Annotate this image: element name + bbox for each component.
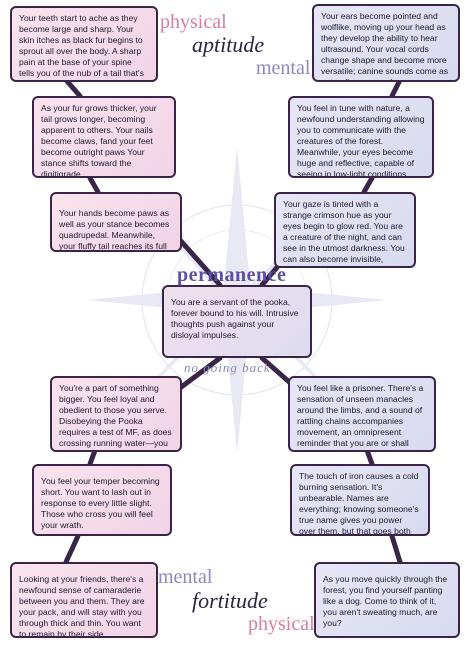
mental-stage-2-card: You feel in tune with nature, a newfound… <box>288 96 434 178</box>
label-aptitude: aptitude <box>192 32 265 57</box>
mental-stage-1-card: Your ears become pointed and wolflike, m… <box>312 4 460 82</box>
label-no-going-back: no going back <box>184 360 271 375</box>
fortitude-physical-stage-3-card: You feel like a prisoner. There's a sens… <box>288 376 436 452</box>
label-physical-top: physical <box>160 11 227 33</box>
label-permanence: permanence <box>177 264 287 286</box>
permanence-card: You are a servant of the pooka, forever … <box>162 285 312 358</box>
fortitude-mental-stage-2-card: You feel your temper becoming short. You… <box>32 464 172 536</box>
fortitude-physical-stage-2-card: The touch of iron causes a cold burning … <box>290 464 430 536</box>
mental-stage-3-card: Your gaze is tinted with a strange crims… <box>274 192 416 268</box>
label-fortitude: fortitude <box>192 588 268 613</box>
physical-stage-3-card: Your hands become paws as well as your s… <box>50 192 182 252</box>
label-mental-top: mental <box>256 57 311 79</box>
fortitude-physical-stage-1-card: As you move quickly through the forest, … <box>314 562 460 638</box>
fortitude-mental-stage-3-card: You're a part of something bigger. You f… <box>50 376 182 452</box>
label-mental-bottom: mental <box>158 566 213 588</box>
label-physical-bottom: physical <box>248 613 315 635</box>
physical-stage-1-card: Your teeth start to ache as they become … <box>10 6 158 82</box>
fortitude-mental-stage-1-card: Looking at your friends, there's a newfo… <box>10 562 158 638</box>
physical-stage-2-card: As your fur grows thicker, your tail gro… <box>32 96 176 178</box>
